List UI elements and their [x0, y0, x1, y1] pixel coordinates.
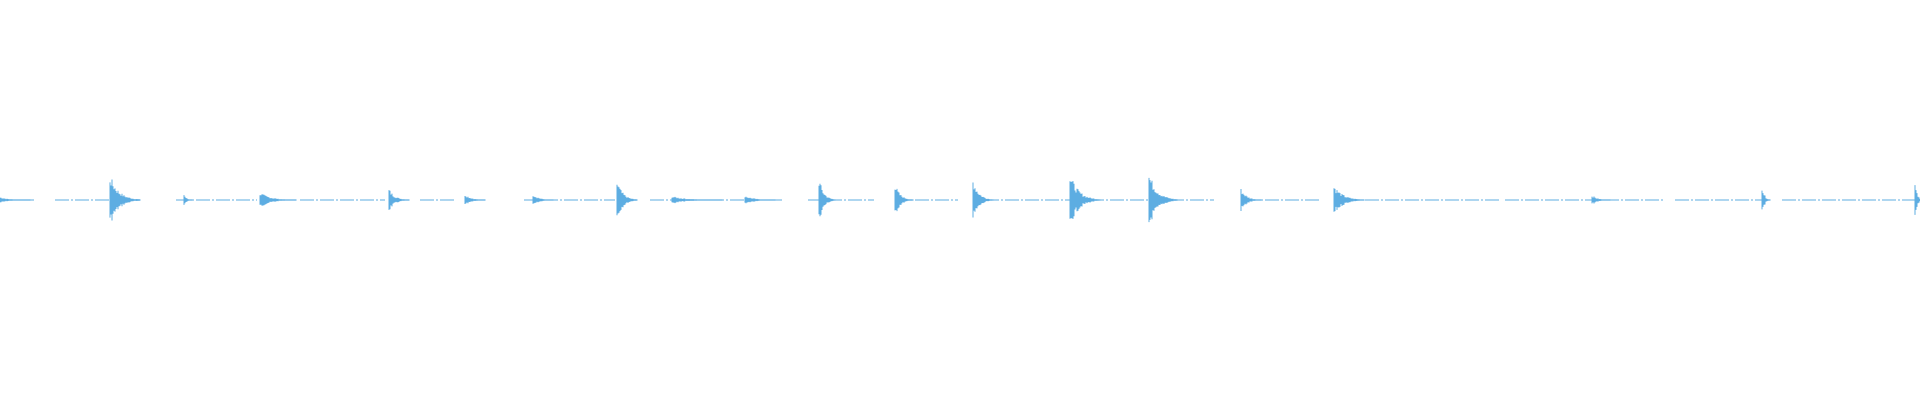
waveform-burst — [1591, 196, 1611, 204]
waveform-burst — [671, 196, 723, 204]
waveform-burst-path — [109, 179, 141, 221]
waveform-burst-path — [1148, 177, 1178, 223]
waveform-burst-path — [1591, 196, 1611, 204]
waveform-burst-path — [1069, 181, 1101, 219]
waveform-burst-path — [1761, 190, 1771, 210]
waveform-burst-path — [183, 195, 193, 205]
waveform-burst-path — [894, 188, 914, 212]
waveform-burst — [183, 195, 193, 205]
waveform-burst — [1333, 188, 1365, 212]
waveform-burst-path — [532, 196, 554, 204]
waveform-burst — [0, 197, 31, 203]
waveform-burst-path — [744, 196, 776, 204]
waveform-burst — [1914, 185, 1920, 215]
waveform-burst — [388, 190, 410, 210]
waveform-burst — [616, 184, 638, 216]
waveform-burst — [1069, 181, 1101, 219]
waveform-burst-path — [0, 197, 31, 203]
waveform-burst — [464, 196, 486, 204]
waveform-burst — [1240, 189, 1262, 211]
waveform-burst — [1148, 177, 1178, 223]
waveform-burst-path — [464, 196, 486, 204]
waveform-burst-path — [1333, 188, 1365, 212]
waveform-burst-path — [1240, 189, 1262, 211]
waveform-burst-path — [259, 194, 297, 206]
waveform-burst — [1761, 190, 1771, 210]
waveform-burst-path — [972, 182, 994, 218]
waveform-bursts — [0, 177, 1920, 223]
waveform-burst-path — [616, 184, 638, 216]
waveform-burst — [818, 183, 836, 217]
waveform-burst-path — [818, 183, 836, 217]
waveform-burst — [532, 196, 554, 204]
waveform-burst — [744, 196, 776, 204]
waveform-burst — [894, 188, 914, 212]
waveform-burst — [972, 182, 994, 218]
waveform-burst-path — [388, 190, 410, 210]
waveform-burst-path — [1914, 185, 1920, 215]
waveform-burst-path — [671, 196, 723, 204]
waveform-burst — [259, 194, 297, 206]
waveform-burst — [109, 179, 141, 221]
